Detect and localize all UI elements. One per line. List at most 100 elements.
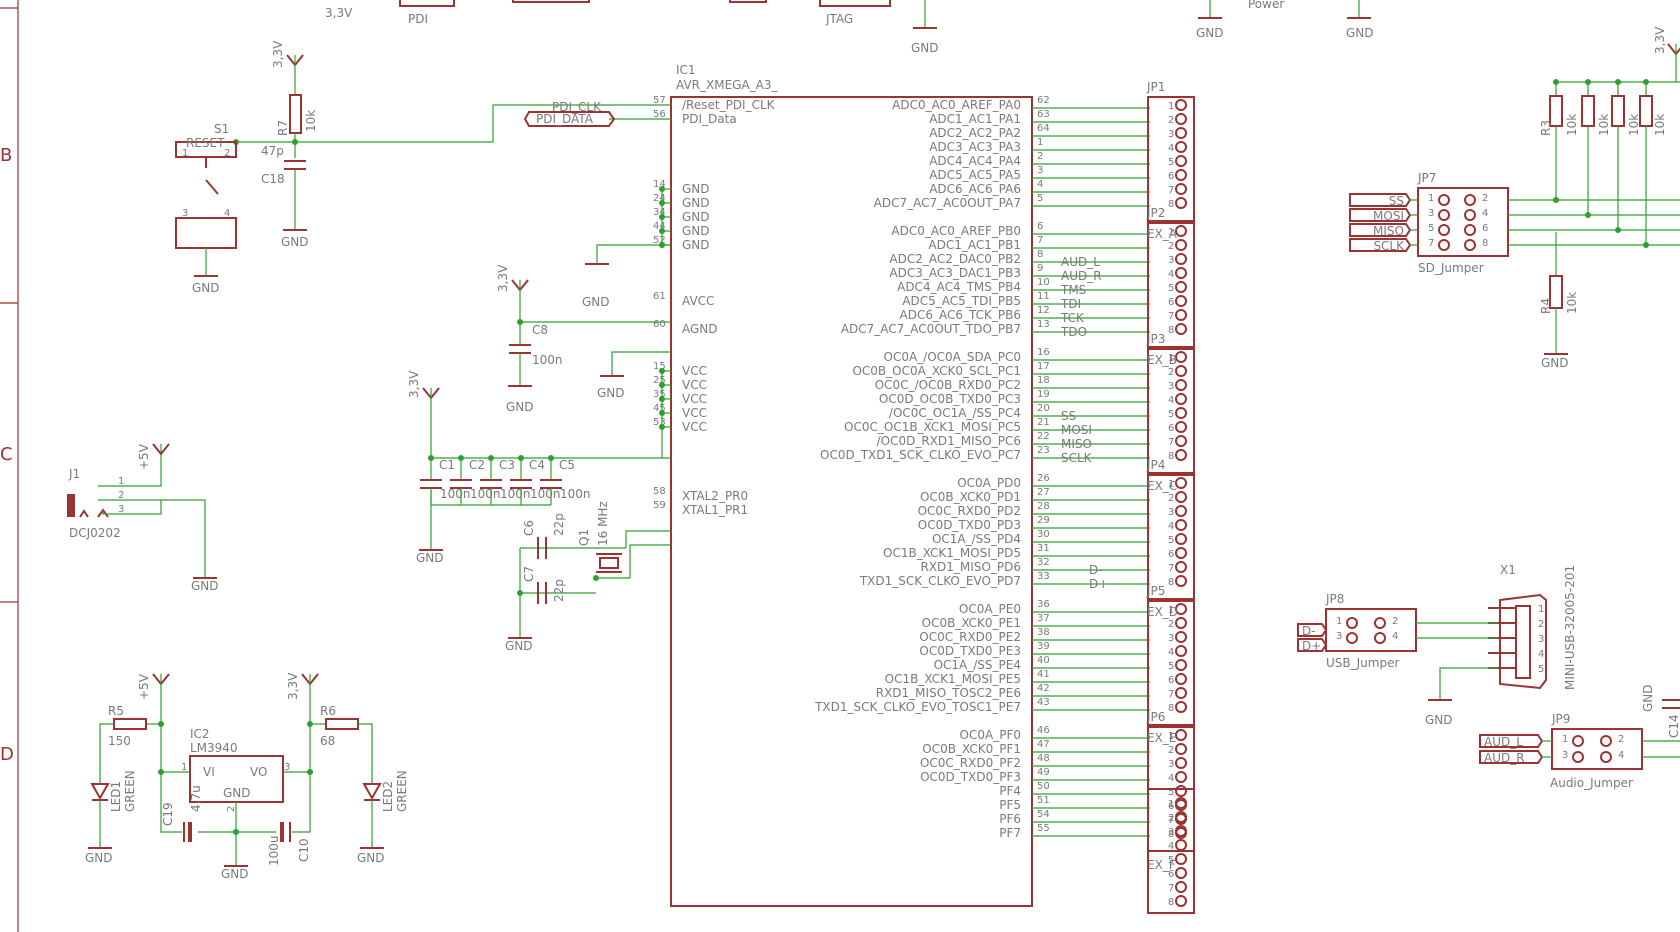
gnd-decoup: GND — [416, 551, 444, 565]
decoup-cap-val: 100n — [530, 487, 561, 501]
net-label: TDO — [1060, 325, 1087, 339]
s1-p4: 4 — [224, 208, 230, 219]
header-pad — [1175, 323, 1187, 335]
ic1-right-pin-name: ADC4_AC4_TMS_PB4 — [897, 280, 1021, 294]
header-pad — [1175, 141, 1187, 153]
usb-dm: D- — [1302, 624, 1316, 638]
ic2-p2: 2 — [226, 806, 237, 812]
header-pin-num: 4 — [1168, 269, 1174, 280]
c14-ref: C14 — [1667, 714, 1680, 738]
ic1-left-pin-name: AGND — [682, 322, 718, 336]
header-ghost-label: EX_C — [1147, 479, 1177, 493]
r7-ref: R7 — [276, 120, 290, 136]
header-pin-num: 4 — [1168, 841, 1174, 852]
header-ghost-label: EX_D — [1147, 605, 1178, 619]
cap-junction — [488, 455, 494, 461]
aud-jp-pin-l: 3 — [1562, 750, 1568, 761]
r6-ref: R6 — [320, 704, 336, 718]
s1-reset: RESET — [186, 136, 225, 150]
ic1-right-pin-name: ADC2_AC2_DAC0_PB2 — [889, 252, 1021, 266]
ic1-left-pin-num: 60 — [653, 319, 666, 330]
header-pad — [1175, 811, 1187, 823]
q1-ref: Q1 — [577, 529, 591, 546]
header-pin-num: 6 — [1168, 801, 1174, 812]
ic1-right-pin-name: ADC3_AC3_PA3 — [929, 140, 1021, 154]
ic1-left-pin-name: VCC — [682, 420, 707, 434]
ic1-right-pin-name: ADC4_AC4_PA4 — [929, 154, 1021, 168]
ic1-right-pin-name: OC1B_XCK1_MOSI_PE5 — [885, 672, 1021, 686]
r7-33v: 3,3V — [271, 40, 285, 68]
ic1-right-pin-num: 8 — [1037, 249, 1043, 260]
header-pad — [1175, 561, 1187, 573]
ic1-xmega: IC1 AVR_XMEGA_A3_ /Reset_PDI_CLK57PDI_Da… — [653, 63, 1150, 907]
ic1-right-pin-name: ADC6_AC6_TCK_PB6 — [900, 308, 1021, 322]
decoup-cap-ref: C3 — [499, 458, 515, 472]
header-pin-num: 7 — [1168, 185, 1174, 196]
header-pin-num: 5 — [1168, 283, 1174, 294]
pullup-junction — [1585, 79, 1591, 85]
header-pin-num: 1 — [1168, 353, 1174, 364]
header-pin-num: 6 — [1168, 423, 1174, 434]
ic2-p1: 1 — [181, 762, 187, 773]
gnd-led2: GND — [357, 851, 385, 865]
header-label: JP4 — [1146, 458, 1165, 472]
aud-jp-pin-r: 2 — [1618, 734, 1624, 745]
ic1-right-pin-name: OC1A_/SS_PE4 — [934, 658, 1021, 672]
ic1-right-pin-name: OC1A_/SS_PD4 — [932, 532, 1021, 546]
reg-33v: 3,3V — [286, 672, 300, 700]
header-body — [1147, 96, 1195, 222]
ic1-right-pin-name: OC0C_/OC0B_RXD0_PC2 — [875, 378, 1021, 392]
sd-pin-l: 5 — [1428, 223, 1434, 234]
ic1-right-pin-num: 51 — [1037, 795, 1050, 806]
header-pad — [1175, 631, 1187, 643]
ic1-right-pin-num: 49 — [1037, 767, 1050, 778]
ic1-left-pin-num: 14 — [653, 179, 666, 190]
ic1-right-pin-name: OC0C_RXD0_PD2 — [918, 504, 1021, 518]
ic1-right-pin-num: 63 — [1037, 109, 1050, 120]
header-pad — [1175, 281, 1187, 293]
header-pin-num: 8 — [1168, 325, 1174, 336]
usb-pad — [1346, 632, 1358, 644]
header-pad — [1175, 867, 1187, 879]
s1-p3: 3 — [182, 208, 188, 219]
net-label: SCLK — [1061, 451, 1093, 465]
header-pin-num: 3 — [1168, 827, 1174, 838]
ic1-right-pin-name: OC0D_TXD0_PF3 — [920, 770, 1021, 784]
pullup-body — [1581, 95, 1595, 127]
ic1-right-pin-num: 48 — [1037, 753, 1050, 764]
pullup-junction — [1553, 197, 1559, 203]
sd-pullups — [1549, 79, 1653, 248]
usb-jp-pin-r: 4 — [1392, 631, 1398, 642]
ic1-right-pin-name: OC0D_TXD1_SCK_CLKO_EVO_PC7 — [820, 448, 1021, 462]
gnd-power1: GND — [1196, 26, 1224, 40]
ic2-vo: VO — [250, 765, 267, 779]
ic1-left-pin-name: PDI_Data — [682, 112, 737, 126]
ic1-left-pin-name: VCC — [682, 392, 707, 406]
ic2-part: LM3940 — [190, 741, 238, 755]
header-pin-num: 2 — [1168, 493, 1174, 504]
ic1-right-pin-name: ADC1_AC1_PA1 — [929, 112, 1021, 126]
header-label: JP5 — [1146, 584, 1165, 598]
sd-pin-r: 6 — [1482, 223, 1488, 234]
sd-port-label: MISO — [1373, 224, 1404, 238]
ic1-right-pin-name: OC0C_RXD0_PE2 — [919, 630, 1021, 644]
header-body-ex-f — [1147, 788, 1195, 914]
net-label: TMS — [1060, 283, 1086, 297]
c19-val: 4,7u — [189, 785, 203, 812]
c10-ref: C10 — [297, 838, 311, 862]
j1-5v: +5V — [137, 443, 151, 470]
ic1-right-pin-name: ADC2_AC2_PA2 — [929, 126, 1021, 140]
ic1-right-pin-num: 7 — [1037, 235, 1043, 246]
r3-val: 10k — [1565, 114, 1579, 136]
sd-pin-r: 2 — [1482, 193, 1488, 204]
header-pin-num: 1 — [1168, 605, 1174, 616]
j1-part: DCJ0202 — [69, 526, 121, 540]
jp9-name: Audio_Jumper — [1550, 776, 1633, 790]
pullup-junction — [1615, 79, 1621, 85]
aud-r: AUD_R — [1484, 751, 1525, 765]
